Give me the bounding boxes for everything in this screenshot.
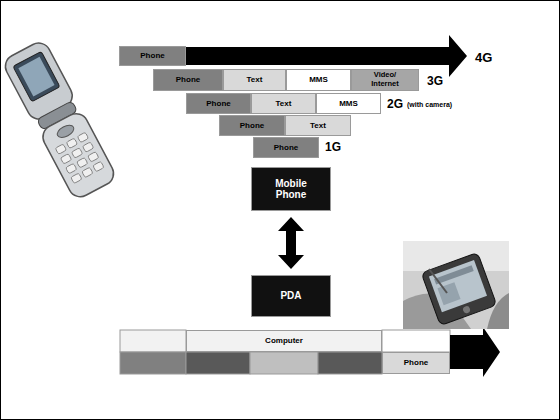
node-text: Phone xyxy=(176,75,200,84)
bar-cell xyxy=(250,352,318,374)
node-text: MMS xyxy=(339,99,358,108)
feature-cell: Computer xyxy=(186,330,382,352)
node-text: Mobile Phone xyxy=(261,178,321,201)
node-text: Text xyxy=(276,99,292,108)
note-label: (with camera) xyxy=(407,101,452,108)
node-text: Text xyxy=(310,121,326,130)
feature-cell: Phone xyxy=(219,115,285,136)
bar-cell xyxy=(382,330,450,352)
node-text: Phone xyxy=(404,358,428,367)
generation-label: 4G xyxy=(475,50,492,65)
node-text: Phone xyxy=(206,99,230,108)
generation-label: 2G xyxy=(387,97,403,111)
bar-cell xyxy=(186,352,250,374)
feature-cell: Text xyxy=(285,115,351,136)
node-text: Computer xyxy=(265,336,303,345)
generation-label: 1G xyxy=(325,140,341,154)
node-text: Phone xyxy=(274,143,298,152)
device-box: PDA xyxy=(251,275,331,317)
node-text: PDA xyxy=(280,290,301,302)
double-arrow xyxy=(278,217,304,269)
flip-phone-picture xyxy=(1,39,118,201)
feature-cell: Text xyxy=(223,69,286,91)
bar-cell xyxy=(120,352,186,374)
pda-photo xyxy=(403,241,509,329)
bar-cell xyxy=(120,330,186,352)
node-text: Phone xyxy=(140,51,164,60)
feature-cell: MMS xyxy=(316,93,381,114)
feature-cell: MMS xyxy=(286,69,351,91)
feature-cell: Video/ Internet xyxy=(351,69,419,91)
node-text: Video/ Internet xyxy=(365,71,405,88)
node-text: MMS xyxy=(309,75,328,84)
feature-cell: Phone xyxy=(253,137,319,158)
evolution-arrow xyxy=(450,327,500,377)
generation-label: 3G xyxy=(427,74,443,88)
feature-cell: Phone xyxy=(382,352,450,374)
node-text: Text xyxy=(247,75,263,84)
bar-cell xyxy=(318,352,382,374)
feature-cell: Phone xyxy=(119,46,186,66)
feature-cell: Phone xyxy=(186,93,251,114)
feature-cell: Text xyxy=(251,93,316,114)
device-box: Mobile Phone xyxy=(251,167,331,211)
feature-cell: Phone xyxy=(153,69,223,91)
node-text: Phone xyxy=(240,121,264,130)
